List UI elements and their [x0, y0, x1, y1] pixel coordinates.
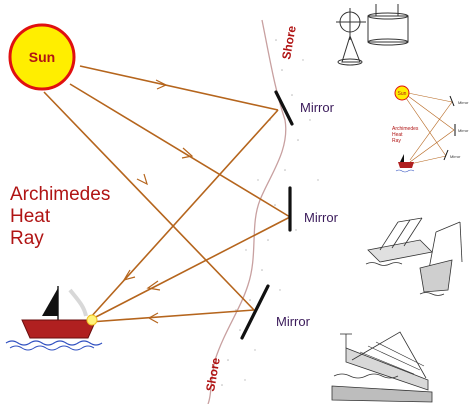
ship	[5, 286, 103, 351]
ray-mirror-3-to-ship	[89, 309, 255, 323]
thumb-sun-label: Sun	[398, 91, 407, 97]
thumbnail-mirror-platform	[331, 331, 433, 403]
mirror-label-2: Mirror	[304, 210, 339, 225]
heat-rays	[43, 65, 291, 323]
sun-disc	[8, 23, 76, 91]
mirror-3	[240, 284, 270, 340]
title-line-1: Archimedes	[10, 184, 110, 205]
thumbnail-ray-diagram: Sun Mirror Mirror Mirror Archimedes Heat…	[392, 85, 469, 173]
title-line-2: Heat	[10, 206, 51, 227]
ray-arrows	[122, 79, 194, 324]
ray-arrow-3	[136, 173, 148, 186]
ship-hull	[21, 319, 97, 339]
mirror-1	[274, 90, 294, 126]
thumb-ship	[398, 162, 414, 168]
thumb-mirror-2: Mirror	[458, 128, 469, 133]
ray-arrow-2	[181, 147, 194, 159]
mirrors	[240, 90, 294, 340]
fire-glow	[86, 314, 98, 326]
ray-mirror-2-to-ship	[89, 216, 291, 321]
ray-sun-to-mirror-3	[43, 91, 255, 311]
thumb-mirror-1: Mirror	[458, 100, 469, 105]
ray-arrow-1	[155, 79, 168, 90]
mirror-label-1: Mirror	[300, 100, 335, 115]
thumbnail-claw-ship	[365, 217, 463, 296]
shoreline	[207, 19, 319, 404]
thumb-title-3: Ray	[392, 138, 401, 144]
ray-arrow-5	[146, 280, 161, 291]
shore-label-bottom: Shore	[203, 356, 223, 392]
sun: Sun	[8, 23, 76, 91]
water-waves	[5, 340, 103, 346]
smoke	[68, 288, 88, 317]
thumb-mirror-3: Mirror	[450, 154, 461, 159]
thumb-title-1: Archimedes	[392, 126, 419, 132]
ray-arrow-4	[122, 269, 136, 281]
title-line-3: Ray	[10, 228, 44, 249]
ray-sun-to-mirror-2	[69, 83, 291, 218]
shore-label-top: Shore	[279, 24, 299, 60]
mirror-label-3: Mirror	[276, 314, 311, 329]
sand-dots	[221, 39, 319, 386]
ray-sun-to-mirror-1	[79, 65, 279, 111]
ship-sail	[42, 288, 58, 316]
ray-mirror-1-to-ship	[89, 109, 279, 319]
sun-label: Sun	[29, 49, 55, 65]
ray-arrow-6	[147, 312, 159, 324]
diagram-title: Archimedes Heat Ray	[10, 184, 110, 249]
thumbnail-machine-parts	[336, 4, 409, 66]
water-waves-2	[9, 345, 95, 351]
thumb-title-2: Heat	[392, 132, 403, 138]
